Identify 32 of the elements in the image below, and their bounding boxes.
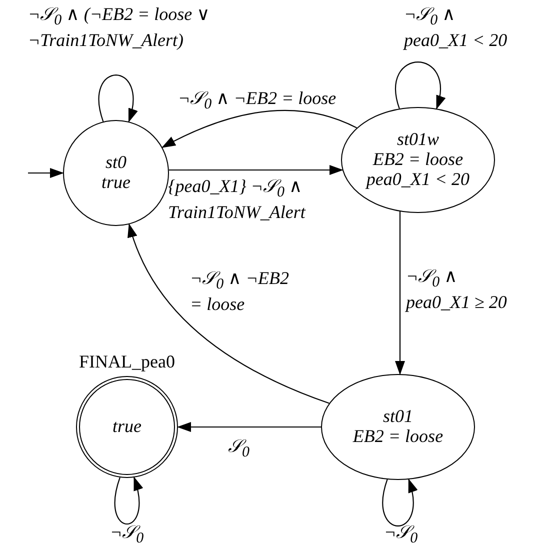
transition-arrow (161, 110, 357, 148)
state-condition: EB2 = loose (352, 427, 444, 447)
edge-label: 𝒮$_{0}$ (228, 436, 250, 462)
state-condition: true (102, 173, 130, 193)
state-ellipse (321, 374, 475, 480)
state-name: st0 (105, 153, 126, 173)
state-name: st01w (396, 130, 439, 150)
state-label: FINAL_pea0 (79, 352, 175, 372)
transition-arrow (177, 422, 321, 432)
state-ellipse (341, 107, 495, 213)
state-condition: EB2 = loose (372, 150, 464, 170)
state-name: st01 (382, 407, 413, 427)
transition-arrow (168, 165, 344, 175)
edge-label: ¬𝒮$_{0}$ ∧ pea0_X1 < 20 (404, 4, 508, 51)
transition-arrow (128, 223, 330, 404)
edge-label: ¬𝒮$_{0}$ ∧ ¬EB2 = loose (190, 268, 290, 315)
edge-label: ¬𝒮$_{0}$ (110, 522, 144, 548)
state-condition: true (112, 417, 142, 437)
self-loop-arrow (382, 478, 417, 526)
state-condition: pea0_X1 < 20 (366, 170, 470, 190)
edge-label: ¬𝒮$_{0}$ ∧ ¬EB2 = loose (178, 88, 336, 114)
self-loop-arrow (395, 62, 445, 110)
edge-label: {pea0_X1} ¬𝒮$_{0}$ ∧ Train1ToNW_Alert (168, 176, 307, 223)
self-loop-arrow (98, 74, 137, 123)
edge-label: ¬𝒮$_{0}$ (384, 522, 418, 548)
self-loop-arrow (114, 476, 142, 524)
transition-arrow (395, 212, 405, 376)
final-state-circle (76, 376, 178, 478)
edge-label: ¬𝒮$_{0}$ ∧ (¬EB2 = loose ∨ ¬Train1ToNW_Alert) (28, 4, 211, 51)
initial-arrow (28, 168, 64, 178)
state-ellipse (63, 120, 169, 226)
edge-label: ¬𝒮$_{0}$ ∧ pea0_X1 ≥ 20 (406, 266, 508, 313)
